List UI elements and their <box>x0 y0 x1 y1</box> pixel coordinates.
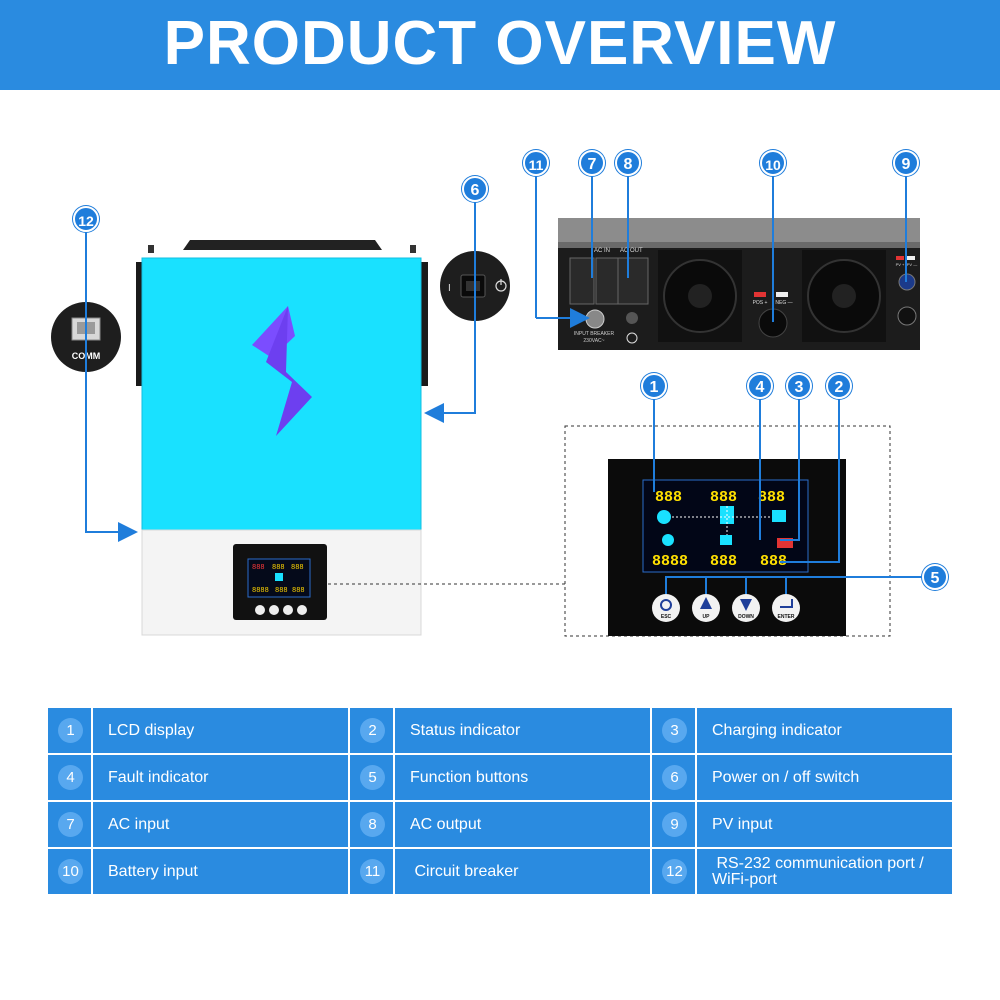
legend-table: 1 LCD display 2 Status indicator 3 Charg… <box>48 708 952 896</box>
svg-text:888: 888 <box>758 489 785 506</box>
svg-text:888: 888 <box>710 553 737 570</box>
svg-text:888: 888 <box>760 553 787 570</box>
legend-item: 9 PV input <box>652 802 952 847</box>
legend-label: Charging indicator <box>712 721 842 739</box>
legend-label: Status indicator <box>410 721 521 739</box>
lcd-esc-button: ESC <box>652 594 680 622</box>
legend-number: 5 <box>360 765 385 790</box>
svg-text:DOWN: DOWN <box>738 614 754 620</box>
legend-item: 5 Function buttons <box>350 755 650 800</box>
legend-label: PV input <box>712 815 773 833</box>
svg-text:888: 888 <box>292 587 305 595</box>
legend-number: 3 <box>662 718 687 743</box>
lcd-enter-button: ENTER <box>772 594 800 622</box>
callout-6: 6 <box>462 176 488 202</box>
legend-item: 2 Status indicator <box>350 708 650 753</box>
legend-item: 11 Circuit breaker <box>350 849 650 894</box>
svg-text:I: I <box>448 283 451 294</box>
legend-label: AC output <box>410 815 482 833</box>
callout-11: 11 <box>523 150 549 176</box>
legend-number: 9 <box>662 812 687 837</box>
svg-text:AC OUT: AC OUT <box>620 248 643 254</box>
callout-4: 4 <box>747 373 773 399</box>
callout-3: 3 <box>786 373 812 399</box>
svg-text:888: 888 <box>272 564 285 572</box>
lcd-up-button: UP <box>692 594 720 622</box>
legend-label: Function buttons <box>410 768 529 786</box>
legend-number: 2 <box>360 718 385 743</box>
legend-label: RS-232 communication port / WiFi-port <box>712 854 924 888</box>
legend-number: 10 <box>58 859 83 884</box>
svg-text:AC IN: AC IN <box>594 248 610 254</box>
legend-label: Power on / off switch <box>712 768 860 786</box>
svg-text:ESC: ESC <box>661 614 672 620</box>
legend-item: 6 Power on / off switch <box>652 755 952 800</box>
legend-label: Circuit breaker <box>410 862 519 880</box>
legend-number: 12 <box>662 859 687 884</box>
svg-text:888: 888 <box>291 564 304 572</box>
inverter-bottom-view: AC IN AC OUT INPUT BREAKER 230VAC~ POS +… <box>558 218 920 350</box>
legend-item: 3 Charging indicator <box>652 708 952 753</box>
lcd-detail: 888 888 888 8888 888 888 ESC UP DOWN <box>608 459 846 636</box>
legend-item: 8 AC output <box>350 802 650 847</box>
callout-5: 5 <box>922 564 948 590</box>
legend-label: AC input <box>108 815 170 833</box>
svg-text:230VAC~: 230VAC~ <box>583 338 604 344</box>
svg-text:888: 888 <box>655 489 682 506</box>
legend-label: Fault indicator <box>108 768 209 786</box>
page-title: PRODUCT OVERVIEW <box>163 9 837 78</box>
legend-number: 4 <box>58 765 83 790</box>
legend-item: 10 Battery input <box>48 849 348 894</box>
callout-8: 8 <box>615 150 641 176</box>
legend-item: 7 AC input <box>48 802 348 847</box>
svg-text:888: 888 <box>275 587 288 595</box>
svg-text:NEG —: NEG — <box>775 300 792 306</box>
callout-9: 9 <box>893 150 919 176</box>
legend-number: 6 <box>662 765 687 790</box>
callout-12: 12 <box>73 206 99 232</box>
svg-text:UP: UP <box>703 614 711 620</box>
legend-item: 12 RS-232 communication port / WiFi-port <box>652 849 952 894</box>
legend-number: 7 <box>58 812 83 837</box>
legend-label: Battery input <box>108 862 198 880</box>
svg-text:PV —: PV — <box>907 262 917 267</box>
svg-text:888: 888 <box>252 564 265 572</box>
svg-text:ENTER: ENTER <box>778 614 795 620</box>
callout-10: 10 <box>760 150 786 176</box>
callout-7: 7 <box>579 150 605 176</box>
legend-item: 1 LCD display <box>48 708 348 753</box>
header-banner: PRODUCT OVERVIEW <box>0 0 1000 90</box>
lcd-down-button: DOWN <box>732 594 760 622</box>
svg-text:POS +: POS + <box>753 300 768 306</box>
callout-2: 2 <box>826 373 852 399</box>
svg-text:INPUT BREAKER: INPUT BREAKER <box>574 331 615 337</box>
legend-label: LCD display <box>108 721 195 739</box>
legend-number: 11 <box>360 859 385 884</box>
callout-1: 1 <box>641 373 667 399</box>
legend-item: 4 Fault indicator <box>48 755 348 800</box>
svg-text:8888: 8888 <box>652 553 688 570</box>
inverter-front-view: 888 888 888 8888 888 888 <box>136 240 428 636</box>
legend-number: 1 <box>58 718 83 743</box>
svg-text:8888: 8888 <box>252 587 269 595</box>
product-figure: 888 888 888 8888 888 888 COMM I <box>51 176 922 637</box>
legend-number: 8 <box>360 812 385 837</box>
svg-text:888: 888 <box>710 489 737 506</box>
svg-text:PV +: PV + <box>896 262 905 267</box>
